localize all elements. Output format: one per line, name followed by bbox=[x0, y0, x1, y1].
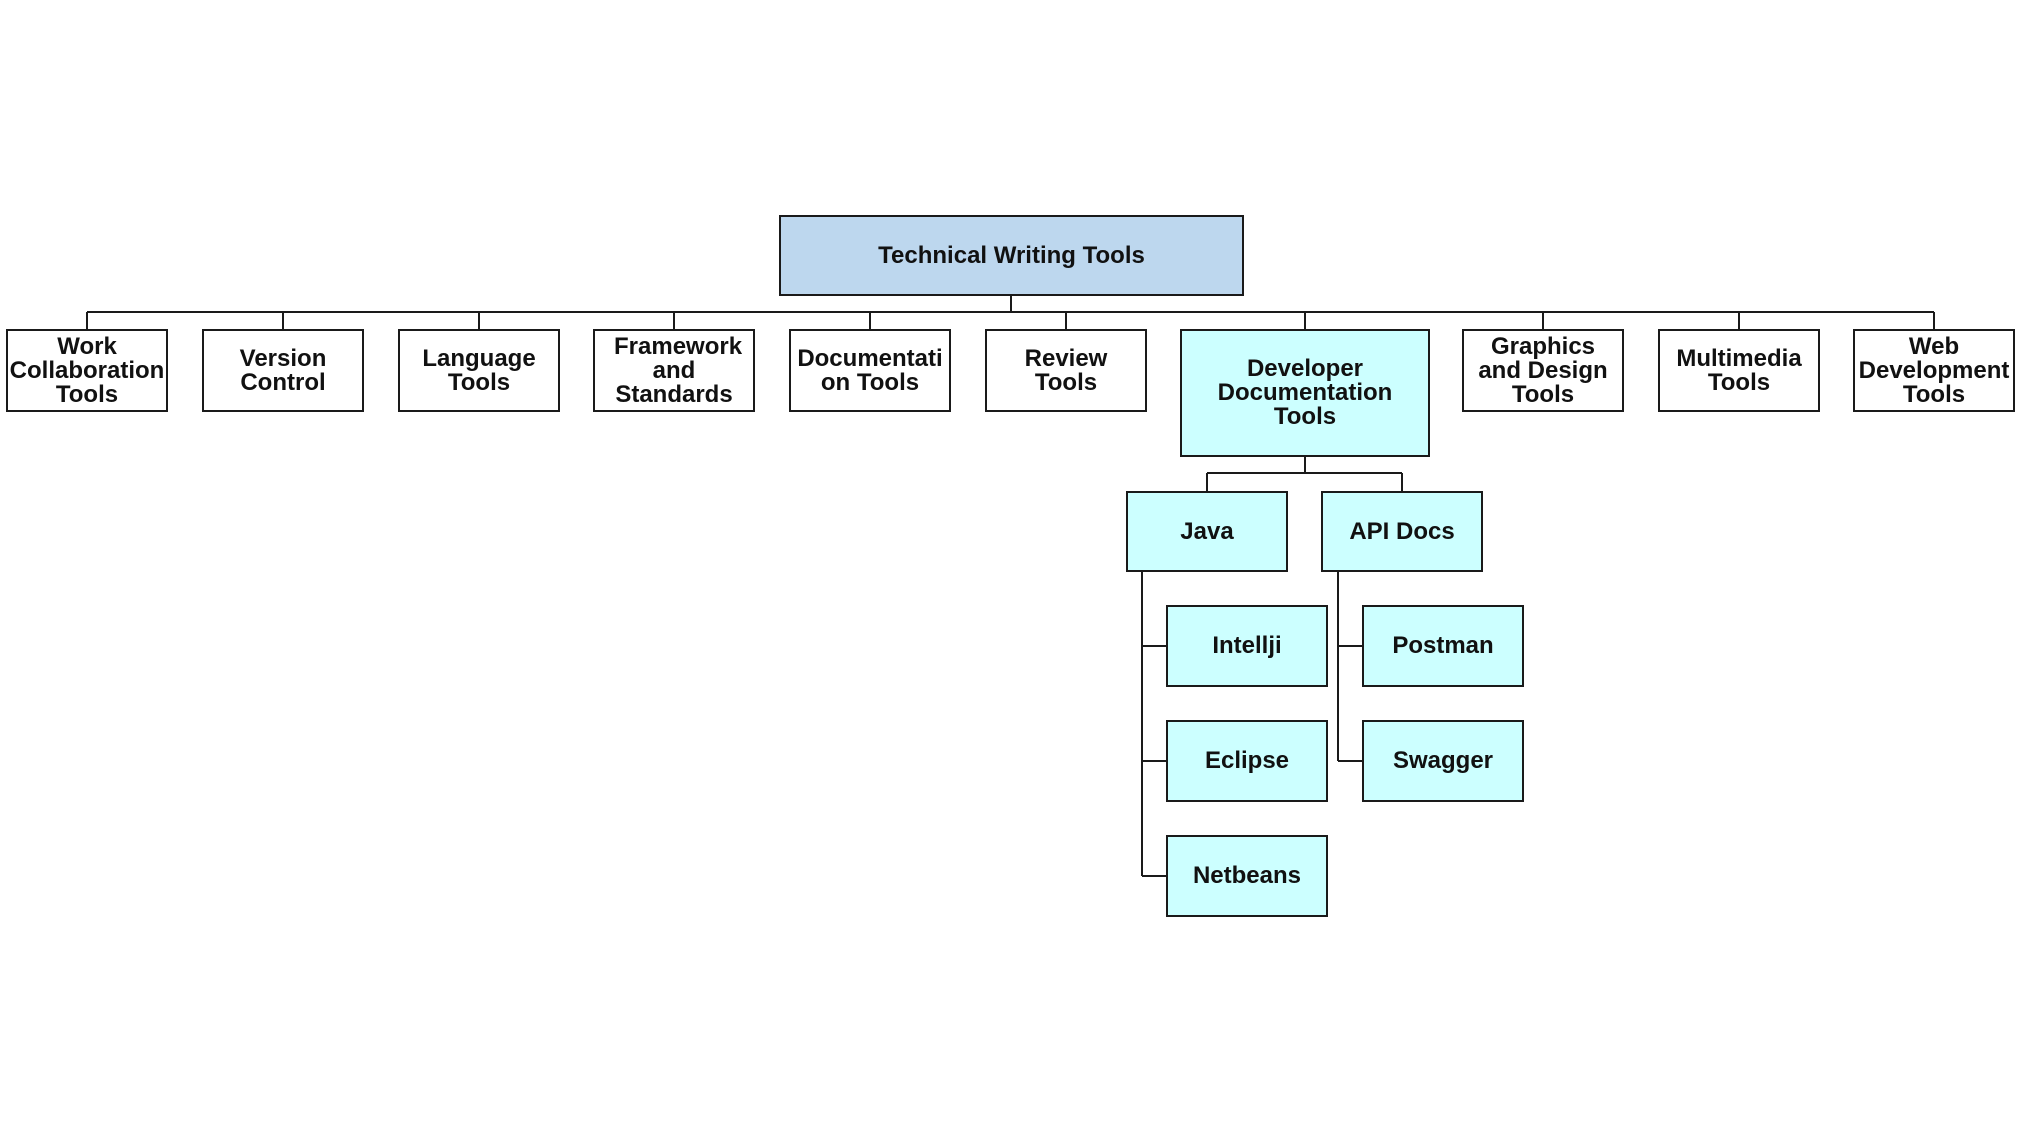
node-work-collaboration-tools[interactable]: Work Collaboration Tools bbox=[6, 329, 168, 412]
node-api-docs[interactable]: API Docs bbox=[1321, 491, 1483, 572]
node-label: Work Collaboration Tools bbox=[9, 332, 165, 408]
node-language-tools[interactable]: Language Tools bbox=[398, 329, 560, 412]
node-label: Netbeans bbox=[1192, 862, 1302, 889]
node-label: Graphics and Design Tools bbox=[1478, 332, 1608, 408]
node-framework-and-standards[interactable]: Framework and Standards bbox=[593, 329, 755, 412]
node-label: Documentation Tools bbox=[797, 344, 943, 396]
node-label: Developer Documentation Tools bbox=[1217, 355, 1393, 430]
node-label: Review Tools bbox=[1024, 344, 1108, 396]
node-label: Swagger bbox=[1392, 747, 1494, 774]
node-java[interactable]: Java bbox=[1126, 491, 1288, 572]
node-label: Language Tools bbox=[422, 344, 536, 396]
node-developer-documentation-tools[interactable]: Developer Documentation Tools bbox=[1180, 329, 1430, 457]
node-label: Version Control bbox=[239, 344, 327, 396]
node-swagger[interactable]: Swagger bbox=[1362, 720, 1524, 802]
node-web-development-tools[interactable]: Web Development Tools bbox=[1853, 329, 2015, 412]
node-label: API Docs bbox=[1349, 517, 1455, 545]
node-label: Intellji bbox=[1212, 632, 1282, 659]
node-label: Java bbox=[1180, 517, 1234, 545]
node-label: Postman bbox=[1392, 632, 1494, 659]
node-label: Web Development Tools bbox=[1858, 332, 2010, 408]
node-netbeans[interactable]: Netbeans bbox=[1166, 835, 1328, 917]
node-technical-writing-tools[interactable]: Technical Writing Tools bbox=[779, 215, 1244, 296]
node-intellji[interactable]: Intellji bbox=[1166, 605, 1328, 687]
node-graphics-and-design-tools[interactable]: Graphics and Design Tools bbox=[1462, 329, 1624, 412]
node-label: Technical Writing Tools bbox=[878, 241, 1145, 269]
node-label: Multimedia Tools bbox=[1676, 344, 1802, 396]
node-label: Framework and Standards bbox=[614, 332, 743, 408]
node-version-control[interactable]: Version Control bbox=[202, 329, 364, 412]
node-review-tools[interactable]: Review Tools bbox=[985, 329, 1147, 412]
node-label: Eclipse bbox=[1204, 747, 1290, 774]
node-multimedia-tools[interactable]: Multimedia Tools bbox=[1658, 329, 1820, 412]
node-documentation-tools[interactable]: Documentation Tools bbox=[789, 329, 951, 412]
node-eclipse[interactable]: Eclipse bbox=[1166, 720, 1328, 802]
node-postman[interactable]: Postman bbox=[1362, 605, 1524, 687]
